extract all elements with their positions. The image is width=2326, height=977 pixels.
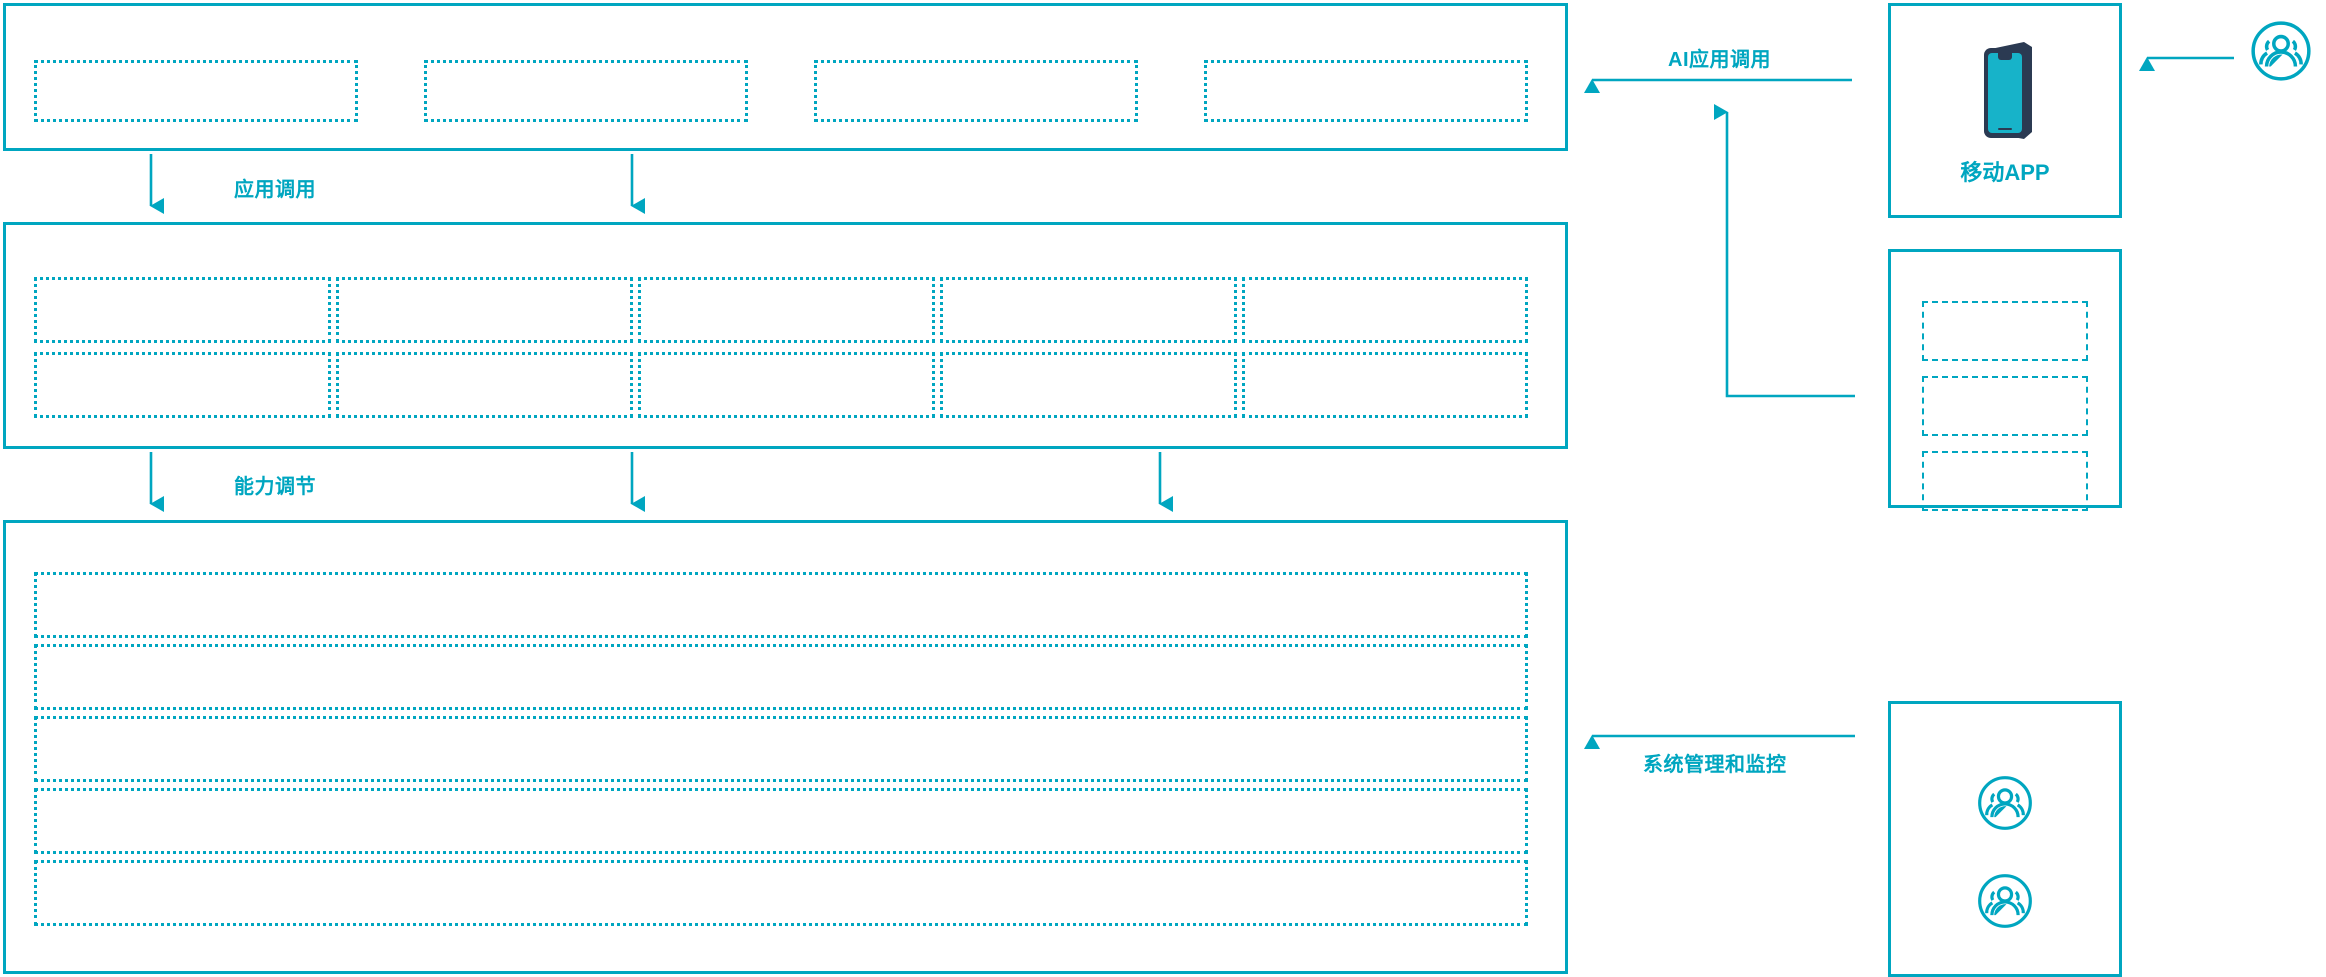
channel-slot-2[interactable] bbox=[1922, 376, 2088, 436]
cap-slot-4[interactable] bbox=[940, 277, 1237, 343]
arrow-ai-app-call-elbow bbox=[1714, 104, 1855, 398]
user-group-icon-2 bbox=[1975, 871, 2035, 931]
plat-row-5[interactable] bbox=[34, 860, 1528, 926]
channel-panel[interactable] bbox=[1888, 249, 2122, 508]
cap-slot-7[interactable] bbox=[336, 352, 633, 418]
user-group-icon-1 bbox=[1975, 773, 2035, 833]
operations-panel[interactable] bbox=[1888, 701, 2122, 977]
cap-slot-5[interactable] bbox=[1242, 277, 1528, 343]
app-slot-2[interactable] bbox=[424, 60, 748, 122]
smartphone-icon bbox=[1972, 36, 2038, 146]
connector-label-ability-call: 能力调节 bbox=[234, 476, 316, 498]
mobile-app-panel-caption: 移动APP bbox=[1960, 160, 2050, 185]
cap-slot-6[interactable] bbox=[34, 352, 331, 418]
plat-row-2[interactable] bbox=[34, 644, 1528, 710]
plat-row-3[interactable] bbox=[34, 716, 1528, 782]
cap-slot-1[interactable] bbox=[34, 277, 331, 343]
channel-slot-1[interactable] bbox=[1922, 301, 2088, 361]
connector-label-ai-app-call: AI应用调用 bbox=[1668, 49, 1771, 71]
app-slot-1[interactable] bbox=[34, 60, 358, 122]
end-user-actor-icon bbox=[2248, 18, 2314, 84]
app-slot-4[interactable] bbox=[1204, 60, 1528, 122]
platform-layer-panel[interactable] bbox=[3, 520, 1568, 974]
capability-layer-panel[interactable] bbox=[3, 222, 1568, 449]
app-slot-3[interactable] bbox=[814, 60, 1138, 122]
cap-slot-3[interactable] bbox=[638, 277, 935, 343]
connector-label-sys-monitor: 系统管理和监控 bbox=[1643, 754, 1787, 776]
cap-slot-2[interactable] bbox=[336, 277, 633, 343]
plat-row-1[interactable] bbox=[34, 572, 1528, 638]
cap-slot-9[interactable] bbox=[940, 352, 1237, 418]
cap-slot-8[interactable] bbox=[638, 352, 935, 418]
cap-slot-10[interactable] bbox=[1242, 352, 1528, 418]
channel-slot-3[interactable] bbox=[1922, 451, 2088, 511]
application-layer-panel[interactable] bbox=[3, 3, 1568, 151]
connector-label-app-call: 应用调用 bbox=[234, 179, 316, 201]
plat-row-4[interactable] bbox=[34, 788, 1528, 854]
